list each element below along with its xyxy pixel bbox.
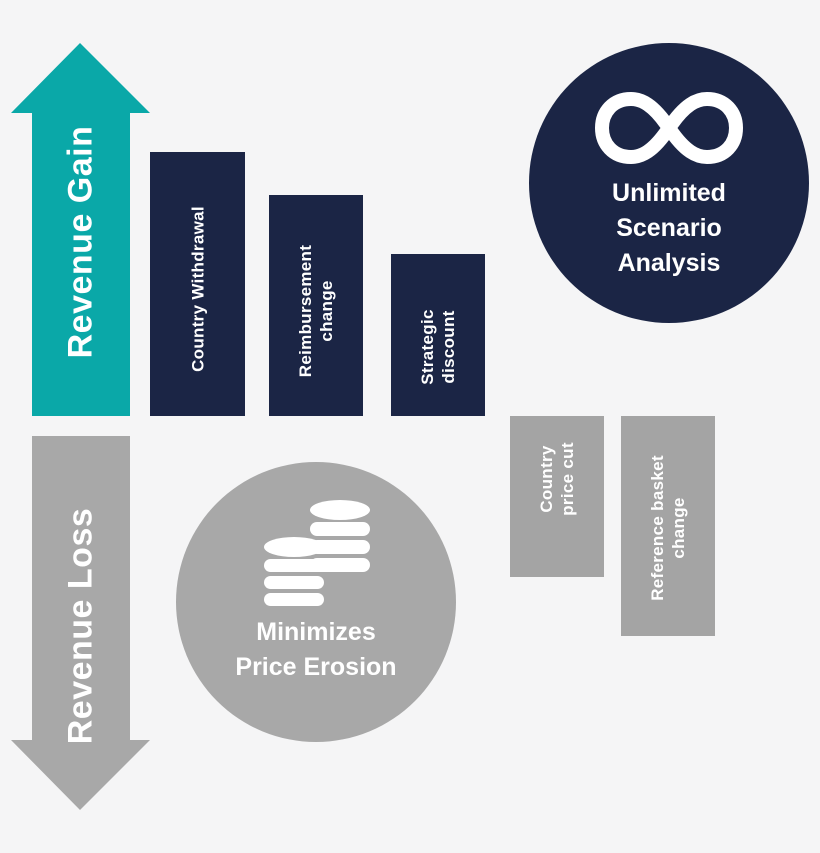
reference-basket-change-bar — [621, 416, 715, 636]
reference-basket-change-label: Reference basket change — [648, 455, 688, 601]
revenue-loss-label: Revenue Loss — [61, 507, 100, 745]
country-price-cut-bar — [510, 416, 604, 577]
revenue-loss-arrow — [11, 436, 150, 810]
strategic-discount-bar — [391, 254, 485, 416]
reimbursement-change-bar — [269, 195, 363, 416]
revenue-gain-label: Revenue Gain — [61, 125, 100, 359]
revenue-gain-arrow — [11, 43, 150, 416]
coins-stack-icon — [264, 500, 370, 606]
reimbursement-change-label: Reimbursement change — [296, 244, 336, 378]
scenario-circle-text: Unlimited Scenario Analysis — [612, 179, 726, 277]
erosion-circle-text: Minimizes Price Erosion — [235, 618, 397, 681]
country-withdrawal-label: Country Withdrawal — [188, 206, 208, 372]
strategic-discount-label: Strategic discount — [418, 309, 458, 385]
country-withdrawal-bar — [150, 152, 245, 416]
country-price-cut-label: Country price cut — [537, 442, 577, 516]
infinity-icon — [595, 92, 743, 164]
